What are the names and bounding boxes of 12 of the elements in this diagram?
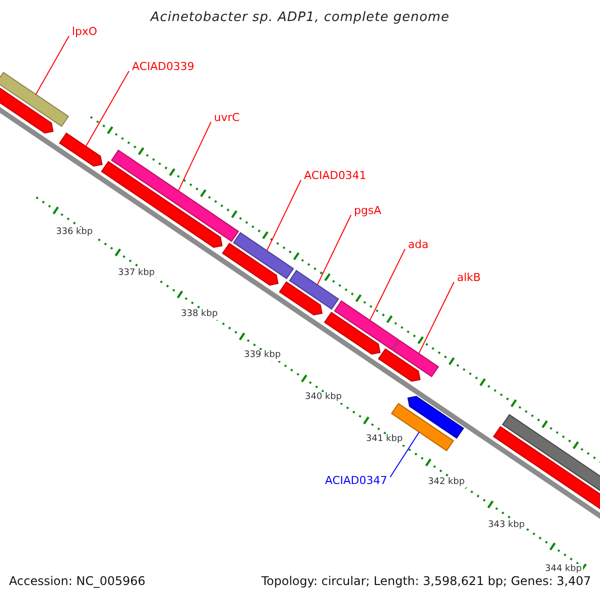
scale-label: 336 kbp	[55, 227, 94, 238]
scale-label: 339 kbp	[243, 350, 282, 361]
genome-stats-text: Topology: circular; Length: 3,598,621 bp; Genes: 3,407	[261, 575, 591, 587]
diagram-title: Acinetobacter sp. ADP1, complete genome	[149, 11, 450, 24]
scale-label: 340 kbp	[304, 392, 343, 403]
accession-text: Accession: NC_005966	[9, 575, 146, 587]
scale-label: 338 kbp	[180, 309, 219, 320]
scale-label: 342 kbp	[427, 477, 466, 488]
scale-label: 344 kbp	[544, 564, 583, 575]
scale-label: 337 kbp	[117, 268, 156, 279]
scale-label: 343 kbp	[487, 520, 526, 531]
scale-label: 341 kbp	[365, 434, 404, 445]
